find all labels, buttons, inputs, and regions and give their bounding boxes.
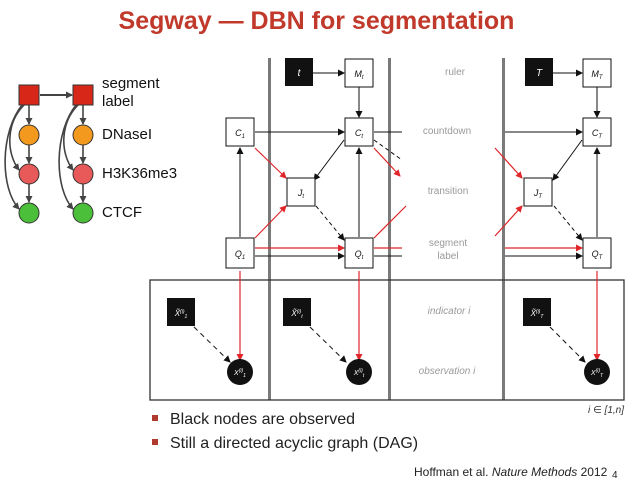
row-label-ruler: ruler	[445, 67, 466, 78]
page-number: 4	[612, 470, 618, 481]
bullet-item: Black nodes are observed	[152, 408, 418, 432]
node-observation-t: X(i)t	[346, 359, 372, 385]
node-T: T	[525, 58, 553, 86]
node-indicator-t: X̃(i)t	[283, 298, 311, 326]
legend-ctcf-node-2	[72, 202, 94, 224]
svg-text:X̃(i)1: X̃(i)1	[174, 309, 188, 320]
legend-ctcf-node-1	[18, 202, 40, 224]
svg-text:QT: QT	[592, 249, 604, 261]
svg-text:X(i)1: X(i)1	[233, 368, 246, 379]
svg-text:JT: JT	[533, 188, 544, 200]
observation-plate	[149, 279, 625, 401]
row-label-observation: observation i	[419, 366, 476, 377]
svg-text:X(i)T: X(i)T	[590, 368, 604, 379]
node-t: t	[285, 58, 313, 86]
slide-title: Segway — DBN for segmentation	[118, 7, 515, 35]
svg-text:Q1: Q1	[235, 249, 245, 261]
row-label-label: label	[437, 251, 458, 262]
node-Q-T: QT	[582, 237, 612, 269]
bullet-marker	[152, 414, 158, 421]
row-label-indicator: indicator i	[428, 306, 472, 317]
bullet-list: Black nodes are observed Still a directe…	[152, 408, 418, 456]
svg-text:X̃(i)t: X̃(i)t	[290, 309, 303, 320]
node-M-t: Mt	[344, 58, 374, 88]
row-label-segment: segment	[429, 238, 468, 249]
row-label-transition: transition	[428, 186, 469, 197]
row-label-countdown: countdown	[423, 126, 471, 137]
legend-label-segment: segment label	[102, 75, 160, 110]
legend-label-h3k36me3: H3K36me3	[102, 165, 178, 182]
node-Q-t: Qt	[344, 237, 374, 269]
node-J-T: JT	[523, 177, 553, 207]
node-J-t: Jt	[286, 177, 316, 207]
range-note: i ∈ [1,n]	[588, 405, 624, 416]
node-C-1: C1	[225, 117, 255, 147]
svg-text:Mt: Mt	[354, 69, 364, 81]
svg-text:Qt: Qt	[355, 249, 364, 261]
node-observation-T: X(i)T	[584, 359, 610, 385]
svg-text:T: T	[536, 68, 543, 79]
node-C-T: CT	[582, 117, 612, 147]
node-Q-1: Q1	[225, 237, 255, 269]
svg-text:t: t	[298, 68, 302, 79]
node-observation-1: X(i)1	[227, 359, 253, 385]
svg-text:X̃(i)T: X̃(i)T	[530, 309, 545, 320]
bullet-item: Still a directed acyclic graph (DAG)	[152, 432, 418, 456]
citation: Hoffman et al. Nature Methods 2012	[414, 465, 608, 479]
bullet-marker	[152, 438, 158, 445]
node-M-T: MT	[582, 58, 612, 88]
svg-text:C1: C1	[235, 128, 245, 140]
node-C-t: Ct	[344, 117, 374, 147]
svg-text:X(i)t: X(i)t	[353, 368, 365, 379]
svg-text:MT: MT	[591, 69, 604, 81]
svg-text:Ct: Ct	[355, 128, 364, 140]
node-indicator-1: X̃(i)1	[167, 298, 195, 326]
svg-text:Jt: Jt	[297, 188, 305, 200]
dbn-diagram: ruler countdown transition segment label…	[149, 58, 625, 416]
legend-label-ctcf: CTCF	[102, 204, 142, 221]
slice-divider-2	[388, 58, 391, 400]
slice-divider-3	[502, 58, 505, 400]
slice-divider-1	[268, 58, 271, 400]
node-indicator-T: X̃(i)T	[523, 298, 551, 326]
svg-text:CT: CT	[592, 128, 604, 140]
legend-diagram	[4, 84, 94, 224]
legend-label-dnase: DNaseI	[102, 126, 153, 143]
